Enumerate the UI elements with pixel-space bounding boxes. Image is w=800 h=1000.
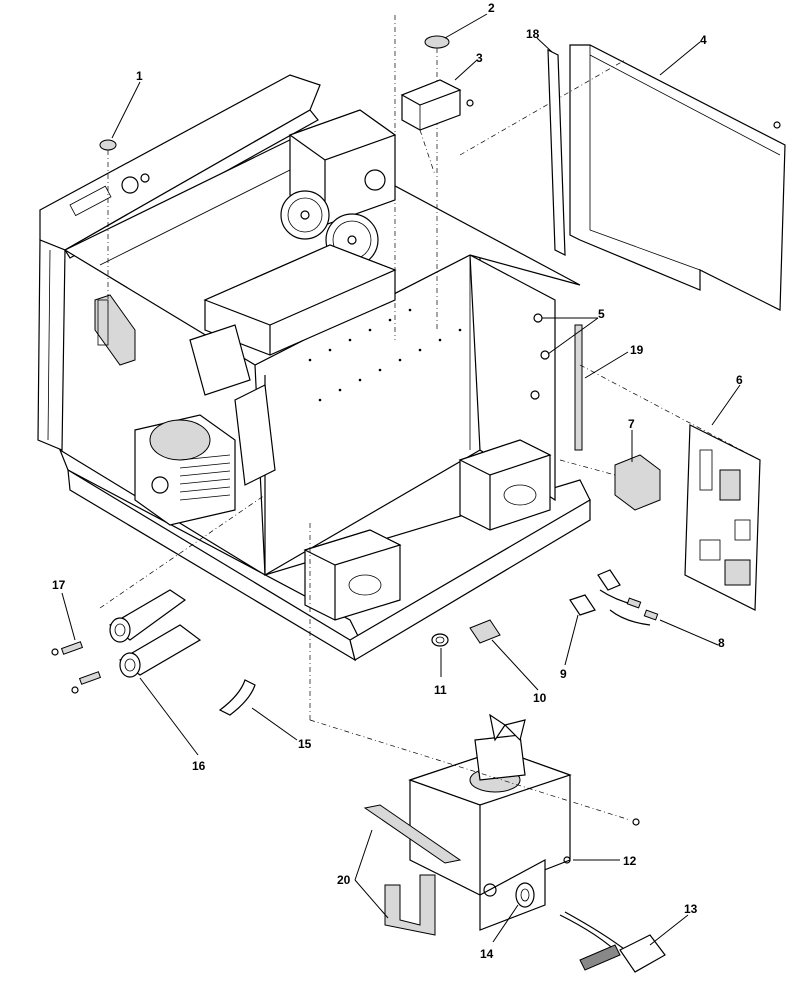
svg-text:16: 16 <box>192 759 206 773</box>
svg-text:11: 11 <box>434 683 447 697</box>
callout-19: 19 <box>630 343 644 357</box>
svg-text:10: 10 <box>533 691 547 705</box>
svg-text:5: 5 <box>598 307 605 321</box>
callout-14: 14 <box>480 947 494 961</box>
callout-9: 9 <box>560 667 567 681</box>
capacitor-assembly <box>99 494 266 678</box>
svg-text:20: 20 <box>337 873 351 887</box>
power-cord-13 <box>559 911 666 973</box>
svg-text:4: 4 <box>700 33 707 47</box>
callout-4: 4 <box>700 33 707 47</box>
callout-8: 8 <box>718 636 725 650</box>
svg-text:17: 17 <box>52 578 66 592</box>
callout-1: 1 <box>136 69 143 83</box>
callout-20: 20 <box>337 873 351 887</box>
callout-16: 16 <box>192 759 206 773</box>
callout-2: 2 <box>488 1 495 15</box>
callout-5: 5 <box>598 307 605 321</box>
chassis <box>37 74 591 662</box>
strain-relief-14 <box>515 882 535 908</box>
callout-3: 3 <box>476 51 483 65</box>
svg-text:12: 12 <box>623 854 637 868</box>
svg-text:3: 3 <box>476 51 483 65</box>
svg-text:18: 18 <box>526 27 540 41</box>
svg-text:19: 19 <box>630 343 644 357</box>
filter-part <box>559 454 661 511</box>
screw-12 <box>563 818 640 864</box>
svg-text:8: 8 <box>718 636 725 650</box>
connector-leads <box>599 589 659 626</box>
svg-text:13: 13 <box>684 902 698 916</box>
clamp-15 <box>218 679 256 716</box>
transformer-2 <box>303 529 402 621</box>
grommet-11 <box>431 633 449 647</box>
control-board <box>579 364 761 611</box>
clip-part <box>394 15 450 340</box>
callout-15: 15 <box>298 737 312 751</box>
callout-18: 18 <box>526 27 540 41</box>
switch-9 <box>569 569 621 616</box>
svg-text:7: 7 <box>628 417 635 431</box>
rod-part <box>574 324 583 451</box>
relay-part <box>400 79 474 176</box>
transformer <box>458 439 552 531</box>
svg-text:6: 6 <box>736 373 743 387</box>
knob-part <box>99 139 117 305</box>
magnetron <box>134 414 236 526</box>
bracket-10 <box>469 619 501 644</box>
svg-text:9: 9 <box>560 667 567 681</box>
callouts: 1 2 3 4 5 6 7 8 9 10 11 12 13 14 15 16 <box>52 1 743 961</box>
callout-6: 6 <box>736 373 743 387</box>
svg-text:1: 1 <box>136 69 143 83</box>
svg-text:15: 15 <box>298 737 312 751</box>
callout-11: 11 <box>434 683 447 697</box>
svg-text:14: 14 <box>480 947 494 961</box>
u-channel-20 <box>363 804 462 936</box>
diode-leads <box>51 641 102 694</box>
callout-7: 7 <box>628 417 635 431</box>
callout-17: 17 <box>52 578 66 592</box>
callout-10: 10 <box>533 691 547 705</box>
trim-strip <box>547 49 566 256</box>
callout-13: 13 <box>684 902 698 916</box>
side-panel <box>459 44 786 311</box>
callout-12: 12 <box>623 854 637 868</box>
svg-text:2: 2 <box>488 1 495 15</box>
